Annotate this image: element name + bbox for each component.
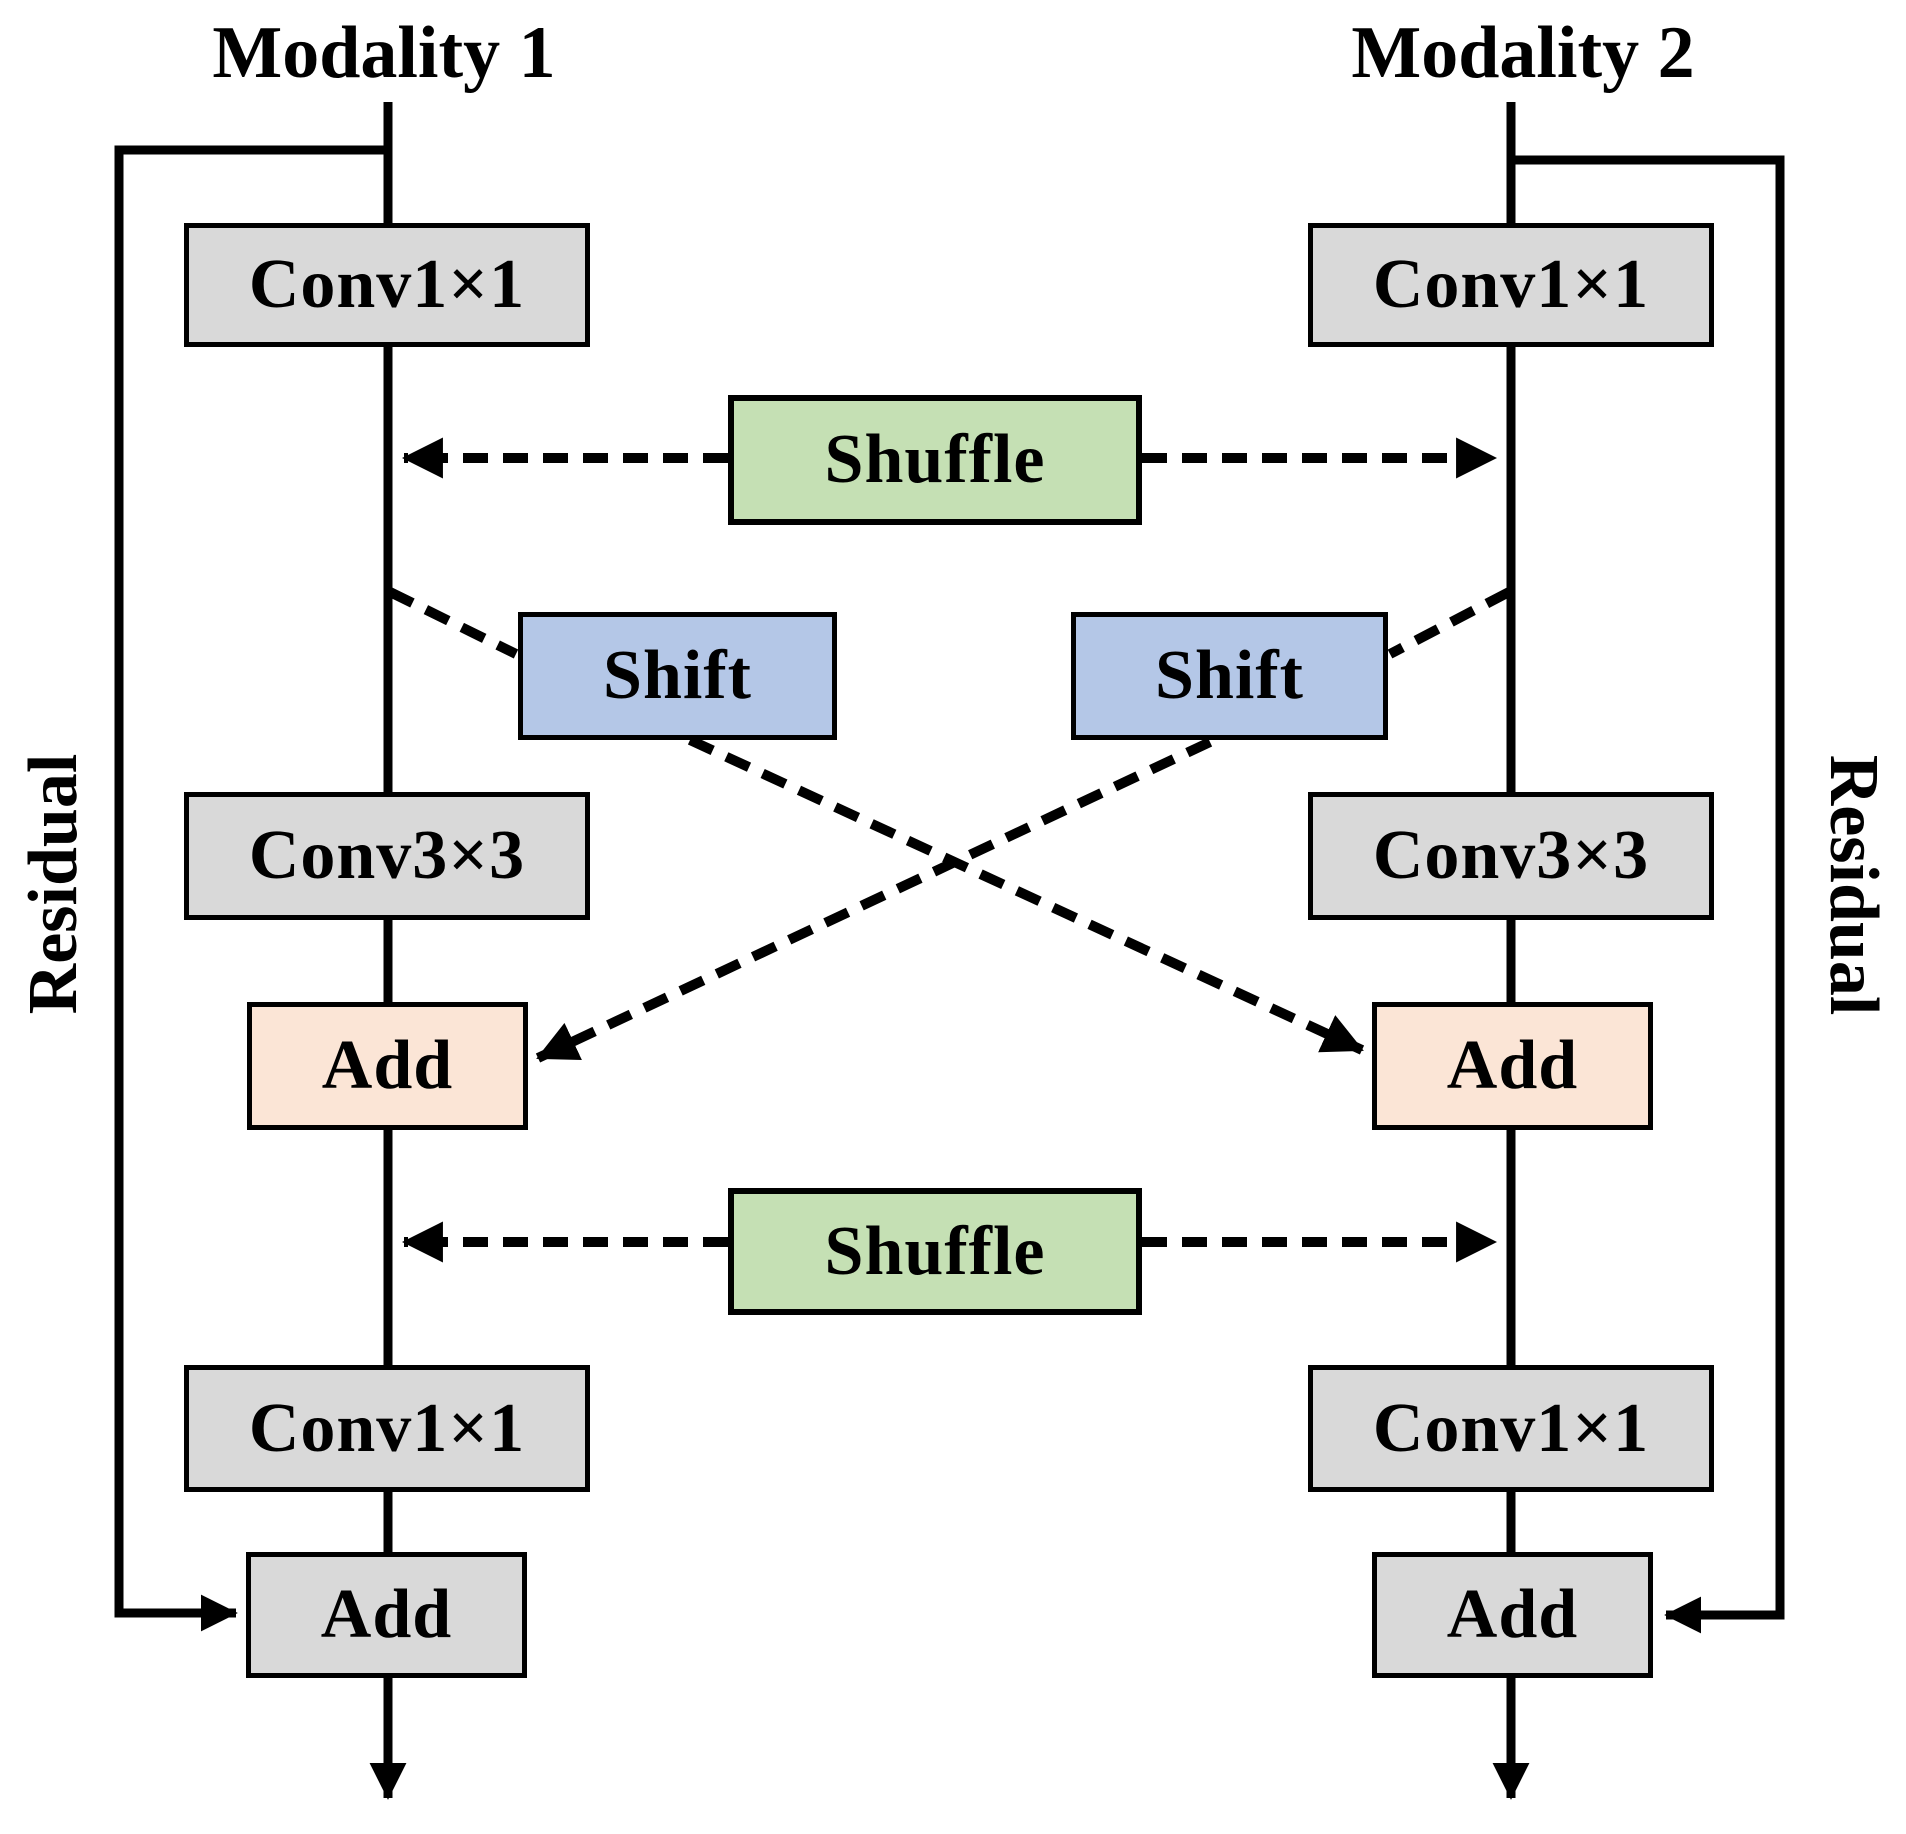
shift-block-modality1: Shift bbox=[518, 612, 837, 740]
shift-cross-arrow-left-to-right bbox=[687, 735, 1365, 1055]
residual-right-label: Residual bbox=[1815, 754, 1892, 1016]
residual-left-label: Residual bbox=[15, 753, 92, 1015]
shuffle-top-block: Shuffle bbox=[728, 395, 1142, 525]
shift-block-modality2: Shift bbox=[1071, 612, 1388, 740]
modality2-title: Modality 2 bbox=[1351, 12, 1695, 94]
shift-feed-right-line bbox=[1387, 587, 1512, 659]
add-cross-block-modality2: Add bbox=[1372, 1002, 1653, 1130]
residual-left-connection bbox=[114, 145, 392, 1632]
conv1x1-bottom-block-modality2: Conv1×1 bbox=[1308, 1365, 1714, 1492]
conv3x3-block-modality1: Conv3×3 bbox=[184, 792, 590, 920]
modality1-title: Modality 1 bbox=[212, 12, 556, 94]
add-cross-block-modality1: Add bbox=[247, 1002, 528, 1130]
residual-right-connection bbox=[1507, 155, 1785, 1634]
conv1x1-bottom-block-modality1: Conv1×1 bbox=[184, 1365, 590, 1492]
conv3x3-block-modality2: Conv3×3 bbox=[1308, 792, 1714, 920]
conv1x1-top-block-modality1: Conv1×1 bbox=[184, 223, 590, 347]
shift-cross-arrow-right-to-left bbox=[535, 737, 1213, 1063]
shuffle-bottom-block: Shuffle bbox=[728, 1188, 1142, 1315]
conv1x1-top-block-modality2: Conv1×1 bbox=[1308, 223, 1714, 347]
add-residual-block-modality1: Add bbox=[246, 1552, 527, 1678]
add-residual-block-modality2: Add bbox=[1372, 1552, 1653, 1678]
shift-feed-left-line bbox=[387, 587, 519, 659]
